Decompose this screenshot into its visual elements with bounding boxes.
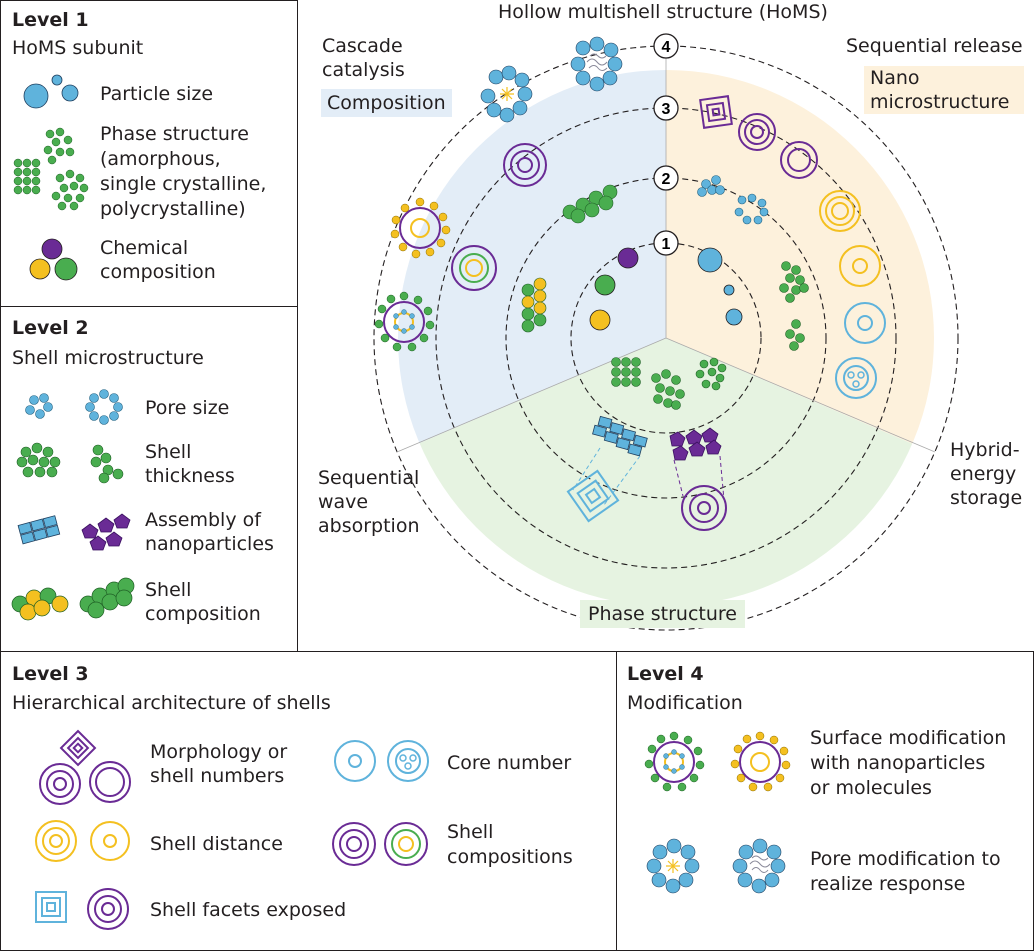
morphology-label-2: shell numbers bbox=[150, 765, 285, 787]
nano-label-1: Nano bbox=[864, 66, 1024, 90]
cascade-catalysis-label-1: Cascade bbox=[322, 35, 403, 57]
surface-modification-label-2: with nanoparticles bbox=[810, 752, 986, 774]
wave-label-3: absorption bbox=[318, 515, 420, 537]
ring-number-1: 1 bbox=[662, 236, 671, 253]
particle-size-label: Particle size bbox=[100, 83, 214, 105]
ring-1 bbox=[570, 242, 762, 434]
level2-icons bbox=[11, 389, 135, 621]
assembly-tiles bbox=[592, 415, 648, 457]
phase-structure-label: Phase structure bbox=[580, 600, 745, 628]
ring2-pore-size bbox=[697, 175, 769, 225]
ring3-bottom-shells bbox=[566, 469, 727, 531]
pore-modification-label-2: realize response bbox=[810, 873, 966, 895]
chemical-composition-label-1: Chemical bbox=[100, 237, 189, 259]
diagram-title: Hollow multishell structure (HoMS) bbox=[498, 1, 828, 23]
ring2-shell-composition bbox=[521, 184, 618, 333]
assembly-pentagons bbox=[669, 427, 722, 461]
hybrid-label-2: energy bbox=[950, 463, 1017, 485]
shell-composition-label-2: composition bbox=[145, 603, 261, 625]
level4-subtitle: Modification bbox=[627, 692, 743, 714]
level3-icons bbox=[35, 729, 429, 930]
phase-structure-label-1: Phase structure bbox=[100, 123, 249, 145]
level1-subtitle: HoMS subunit bbox=[12, 37, 144, 59]
surface-modification-label-1: Surface modification bbox=[810, 727, 1007, 749]
level3-subtitle: Hierarchical architecture of shells bbox=[12, 692, 331, 714]
ring3-shells bbox=[451, 95, 886, 399]
level4-heading: Level 4 bbox=[627, 663, 704, 685]
shell-thickness-label-2: thickness bbox=[145, 465, 235, 487]
assembly-label-2: nanoparticles bbox=[145, 533, 274, 555]
ring2-shell-thickness bbox=[779, 261, 809, 351]
phase-structure-label-2: (amorphous, bbox=[100, 148, 221, 170]
composition-label: Composition bbox=[321, 89, 452, 117]
shell-compositions-label-2: compositions bbox=[447, 846, 573, 868]
level1-icons bbox=[13, 74, 89, 281]
level2-subtitle: Shell microstructure bbox=[12, 347, 204, 369]
level2-heading: Level 2 bbox=[12, 317, 89, 339]
surface-modification-label-3: or molecules bbox=[810, 777, 932, 799]
ring-number-markers: 1 2 3 4 bbox=[653, 33, 679, 256]
shell-composition-label-1: Shell bbox=[145, 579, 192, 601]
hybrid-label-1: Hybrid- bbox=[950, 439, 1020, 461]
ring1-particles bbox=[589, 247, 743, 331]
phase-structure-label-4: polycrystalline) bbox=[100, 198, 246, 220]
chemical-composition-label-2: composition bbox=[100, 261, 216, 283]
assembly-label-1: Assembly of bbox=[145, 509, 261, 531]
phase-sector bbox=[398, 338, 934, 606]
shell-compositions-label-1: Shell bbox=[447, 821, 494, 843]
nano-label-2: microstructure bbox=[864, 90, 1024, 114]
shell-facets-label: Shell facets exposed bbox=[150, 899, 347, 921]
pore-size-label: Pore size bbox=[145, 397, 230, 419]
wave-label-2: wave bbox=[318, 491, 369, 513]
ring-number-2: 2 bbox=[662, 171, 671, 188]
ring-number-4: 4 bbox=[662, 39, 671, 56]
phase-structure-clusters bbox=[611, 357, 727, 410]
core-number-label: Core number bbox=[447, 752, 572, 774]
level3-heading: Level 3 bbox=[12, 663, 89, 685]
hybrid-label-3: storage bbox=[950, 487, 1023, 509]
ring4-modified-shells bbox=[374, 36, 623, 352]
pore-modification-label-1: Pore modification to bbox=[810, 848, 1001, 870]
shell-thickness-label-1: Shell bbox=[145, 441, 192, 463]
sequential-release-label: Sequential release bbox=[846, 35, 1023, 57]
shell-distance-label: Shell distance bbox=[150, 833, 283, 855]
cascade-catalysis-label-2: catalysis bbox=[322, 59, 405, 81]
ring-number-3: 3 bbox=[662, 101, 671, 118]
phase-structure-label-3: single crystalline, bbox=[100, 173, 267, 195]
morphology-label-1: Morphology or bbox=[150, 741, 288, 763]
level1-heading: Level 1 bbox=[12, 9, 89, 31]
wave-label-1: Sequential bbox=[318, 467, 420, 489]
